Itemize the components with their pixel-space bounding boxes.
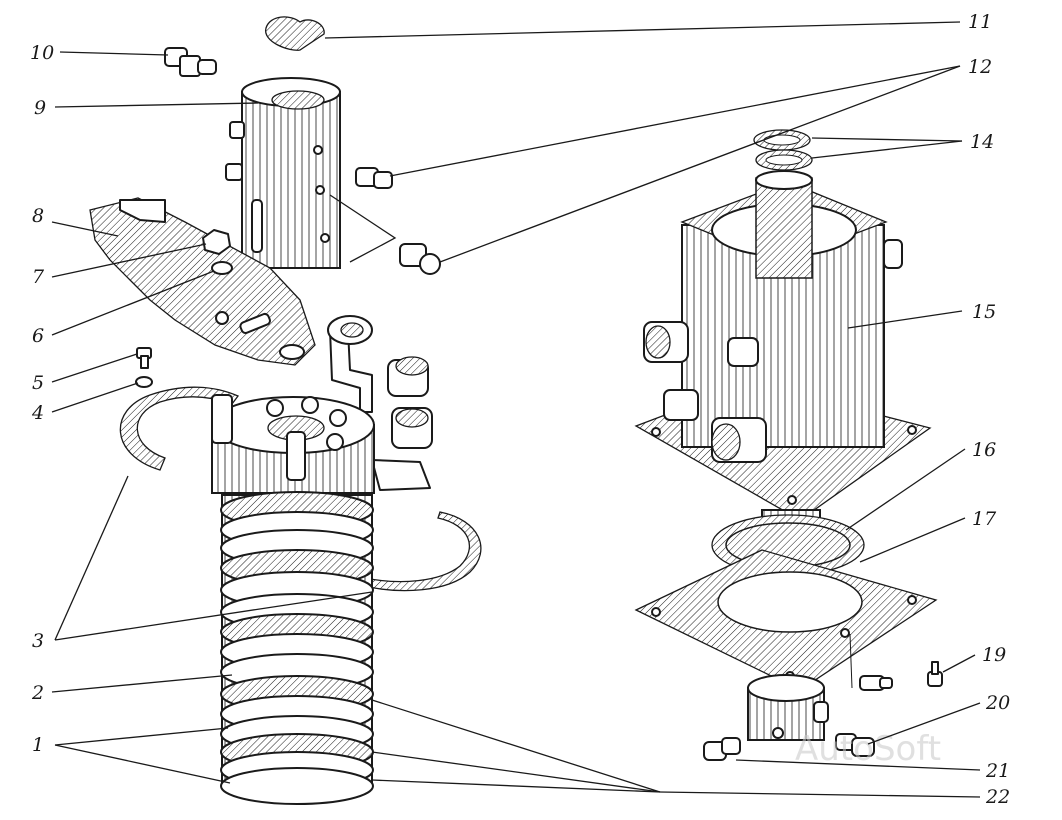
callout-2: 2 <box>31 682 44 704</box>
callout-14: 14 <box>970 131 994 153</box>
part-5-bolt <box>136 347 152 369</box>
part-10-grease-fitting <box>164 47 217 77</box>
stack-disc <box>220 767 374 805</box>
callout-11: 11 <box>968 11 992 33</box>
callout-22: 22 <box>985 786 1010 808</box>
part-19-screw <box>927 661 943 687</box>
part-11-gasket <box>265 16 325 51</box>
callout-1: 1 <box>32 734 44 756</box>
part-cylinder-head <box>211 394 375 494</box>
part-8-bracket <box>89 197 316 366</box>
callout-17: 17 <box>972 508 997 530</box>
callout-19: 19 <box>982 644 1006 666</box>
part-12-fittings <box>355 167 441 275</box>
callout-3: 3 <box>32 630 44 652</box>
callout-12: 12 <box>968 56 992 78</box>
part-21-fitting <box>703 737 741 761</box>
part-disc-stack <box>220 491 374 805</box>
callout-20: 20 <box>985 692 1010 714</box>
part-14-rings <box>753 129 813 171</box>
part-3-gasket-right <box>358 511 482 592</box>
callout-labels: 10 9 8 7 6 5 4 3 2 1 11 12 14 15 16 17 1… <box>30 11 1010 808</box>
callout-21: 21 <box>985 760 1010 782</box>
callout-15: 15 <box>972 301 996 323</box>
part-6-ring <box>211 261 233 275</box>
callout-16: 16 <box>972 439 996 461</box>
watermark: AutoSoft <box>795 729 941 769</box>
leader-lines <box>51 21 981 798</box>
part-9-sleeve <box>225 77 397 269</box>
part-15-housing <box>634 170 932 521</box>
callout-7: 7 <box>32 266 45 288</box>
callout-6: 6 <box>32 325 44 347</box>
callout-10: 10 <box>30 42 54 64</box>
part-20-fitting <box>835 733 875 757</box>
callout-9: 9 <box>34 97 46 119</box>
part-4-washer <box>135 376 153 388</box>
part-screw-pair <box>849 633 893 691</box>
callout-8: 8 <box>32 205 44 227</box>
callout-4: 4 <box>31 402 44 424</box>
callout-5: 5 <box>32 372 44 394</box>
part-7-nut <box>202 229 231 255</box>
part-17-base-plate <box>634 549 938 691</box>
part-pipe-manifold <box>327 315 433 491</box>
part-collar <box>747 674 829 741</box>
